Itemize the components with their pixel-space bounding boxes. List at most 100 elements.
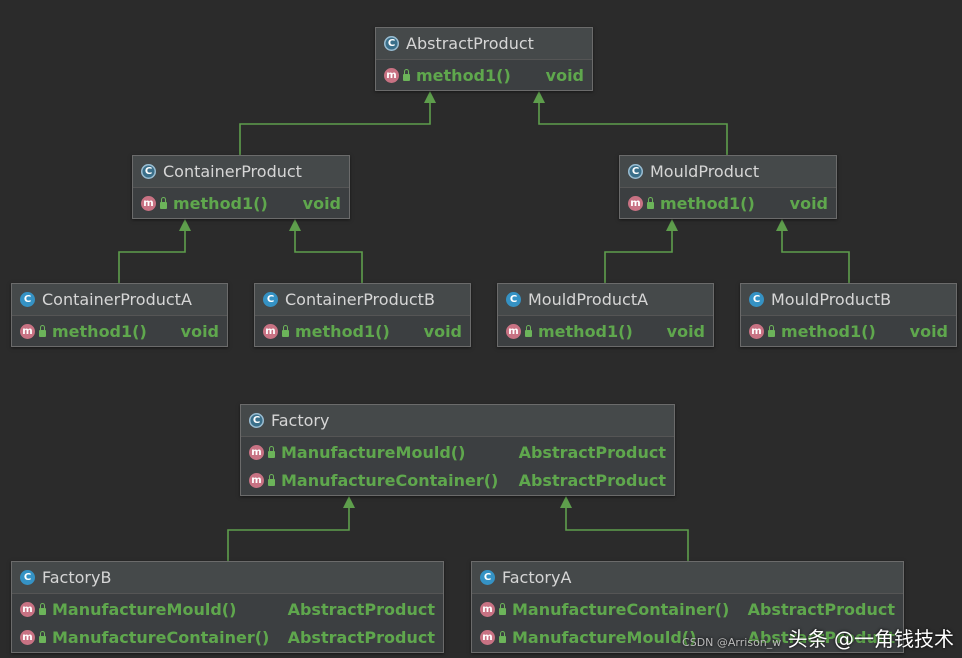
method-icon: m (628, 195, 643, 211)
watermark: CSDN @Arrison_w 头条 @一角钱技术 (682, 623, 954, 652)
method-name: method1() (660, 193, 755, 213)
method-name: method1() (173, 193, 268, 213)
class-header: C ContainerProductB (255, 284, 470, 316)
lock-icon (768, 324, 775, 337)
lock-icon (499, 602, 506, 615)
class-name: ContainerProductB (285, 290, 435, 309)
class-factoryb[interactable]: C FactoryB m ManufactureMould() Abstract… (11, 561, 444, 653)
abstract-class-icon: C (249, 413, 264, 428)
class-header: C AbstractProduct (376, 28, 592, 60)
method-name: ManufactureMould() (52, 599, 237, 619)
method-row[interactable]: m ManufactureContainer() AbstractProduct (12, 623, 443, 651)
class-name: MouldProductB (771, 290, 892, 309)
return-type: void (423, 321, 462, 341)
edge-factorya-to-factory (560, 496, 689, 561)
method-icon: m (263, 323, 278, 339)
return-type: AbstractProduct (518, 442, 666, 462)
abstract-class-icon: C (628, 164, 643, 179)
return-type: AbstractProduct (518, 470, 666, 490)
method-row[interactable]: m method1() void (620, 189, 836, 217)
class-header: C Factory (241, 405, 674, 437)
method-icon: m (141, 195, 156, 211)
method-name: ManufactureContainer() (52, 627, 270, 647)
lock-icon (499, 630, 506, 643)
edge-factoryb-to-factory (227, 496, 355, 561)
lock-icon (39, 324, 46, 337)
class-header: C FactoryA (472, 562, 903, 594)
class-factorya[interactable]: C FactoryA m ManufactureContainer() Abst… (471, 561, 904, 653)
lock-icon (39, 630, 46, 643)
edge-mouldproducta-to-mouldproduct (604, 219, 678, 283)
lock-icon (39, 602, 46, 615)
return-type: AbstractProduct (287, 627, 435, 647)
method-row[interactable]: m ManufactureMould() AbstractProduct (472, 623, 903, 651)
return-type: AbstractProduct (747, 599, 895, 619)
class-mouldproducta[interactable]: C MouldProductA m method1() void (497, 283, 714, 347)
lock-icon (647, 196, 654, 209)
return-type: void (180, 321, 219, 341)
class-header: C MouldProductB (741, 284, 956, 316)
edge-containerproduct-to-abstractproduct (239, 91, 436, 155)
method-name: method1() (52, 321, 147, 341)
method-row[interactable]: m ManufactureMould() AbstractProduct (12, 595, 443, 623)
class-name: Factory (271, 411, 330, 430)
method-row[interactable]: m ManufactureMould() AbstractProduct (241, 438, 674, 466)
method-row[interactable]: m ManufactureContainer() AbstractProduct (472, 595, 903, 623)
return-type: void (545, 65, 584, 85)
return-type: AbstractProduct (747, 627, 895, 647)
class-header: C ContainerProduct (133, 156, 349, 188)
lock-icon (268, 445, 275, 458)
method-icon: m (480, 629, 495, 645)
class-mouldproduct[interactable]: C MouldProduct m method1() void (619, 155, 837, 219)
edge-containerproducta-to-containerproduct (118, 219, 191, 283)
class-icon: C (749, 292, 764, 307)
lock-icon (282, 324, 289, 337)
return-type: void (789, 193, 828, 213)
method-name: method1() (295, 321, 390, 341)
class-containerproduct[interactable]: C ContainerProduct m method1() void (132, 155, 350, 219)
class-name: MouldProductA (528, 290, 649, 309)
class-mouldproductb[interactable]: C MouldProductB m method1() void (740, 283, 957, 347)
method-icon: m (249, 472, 264, 488)
class-header: C ContainerProductA (12, 284, 227, 316)
method-name: ManufactureMould() (281, 442, 466, 462)
class-name: ContainerProductA (42, 290, 192, 309)
class-icon: C (20, 292, 35, 307)
method-icon: m (480, 601, 495, 617)
watermark-main: 头条 @一角钱技术 (787, 627, 954, 651)
method-name: ManufactureContainer() (281, 470, 499, 490)
method-row[interactable]: m method1() void (498, 317, 713, 345)
lock-icon (268, 473, 275, 486)
class-header: C MouldProduct (620, 156, 836, 188)
method-icon: m (20, 323, 35, 339)
method-icon: m (749, 323, 764, 339)
method-row[interactable]: m method1() void (376, 61, 592, 89)
abstract-class-icon: C (141, 164, 156, 179)
class-containerproductb[interactable]: C ContainerProductB m method1() void (254, 283, 471, 347)
method-row[interactable]: m method1() void (741, 317, 956, 345)
class-icon: C (480, 570, 495, 585)
class-abstractproduct[interactable]: C AbstractProduct m method1() void (375, 27, 593, 91)
method-name: ManufactureContainer() (512, 599, 730, 619)
edge-mouldproduct-to-abstractproduct (533, 91, 728, 155)
class-containerproducta[interactable]: C ContainerProductA m method1() void (11, 283, 228, 347)
method-icon: m (20, 629, 35, 645)
method-row[interactable]: m method1() void (255, 317, 470, 345)
class-icon: C (506, 292, 521, 307)
lock-icon (403, 68, 410, 81)
return-type: void (302, 193, 341, 213)
lock-icon (160, 196, 167, 209)
edge-containerproductb-to-containerproduct (289, 219, 363, 283)
method-icon: m (384, 67, 399, 83)
method-name: method1() (538, 321, 633, 341)
class-factory[interactable]: C Factory m ManufactureMould() AbstractP… (240, 404, 675, 496)
return-type: void (666, 321, 705, 341)
method-row[interactable]: m method1() void (12, 317, 227, 345)
method-row[interactable]: m method1() void (133, 189, 349, 217)
class-header: C FactoryB (12, 562, 443, 594)
method-name: method1() (781, 321, 876, 341)
method-row[interactable]: m ManufactureContainer() AbstractProduct (241, 466, 674, 494)
method-icon: m (249, 444, 264, 460)
edge-mouldproductb-to-mouldproduct (776, 219, 850, 283)
method-name: method1() (416, 65, 511, 85)
